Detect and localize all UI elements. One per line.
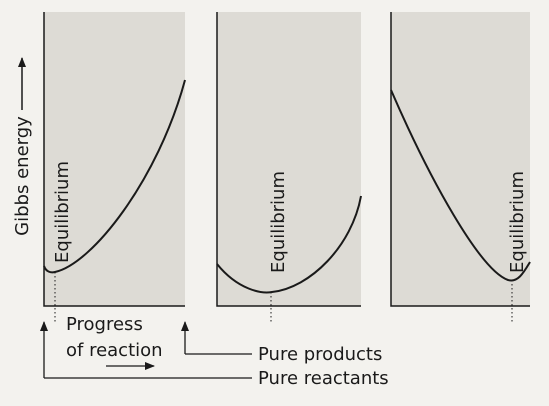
progress-label-line2: of reaction xyxy=(66,340,163,361)
panel-1-axes xyxy=(43,12,185,307)
panel-2-axes xyxy=(216,12,361,307)
panel-3-curve xyxy=(390,89,531,282)
panel-1-curve xyxy=(43,79,186,274)
panel-3-background xyxy=(391,12,530,306)
panel-1-background xyxy=(44,12,185,306)
pure-products-label: Pure products xyxy=(258,344,382,365)
pure-reactants-label: Pure reactants xyxy=(258,368,389,389)
panel-3-axes xyxy=(390,12,530,307)
y-axis-label: Gibbs energy xyxy=(12,116,33,236)
panel-2-equilibrium-label: Equilibrium xyxy=(268,171,289,273)
panel-3-equilibrium-label: Equilibrium xyxy=(507,171,528,273)
panel-1-equilibrium-label: Equilibrium xyxy=(52,161,73,263)
panel-2-background xyxy=(217,12,361,306)
panel-2-curve xyxy=(216,195,362,294)
progress-label-line1: Progress xyxy=(66,314,143,335)
